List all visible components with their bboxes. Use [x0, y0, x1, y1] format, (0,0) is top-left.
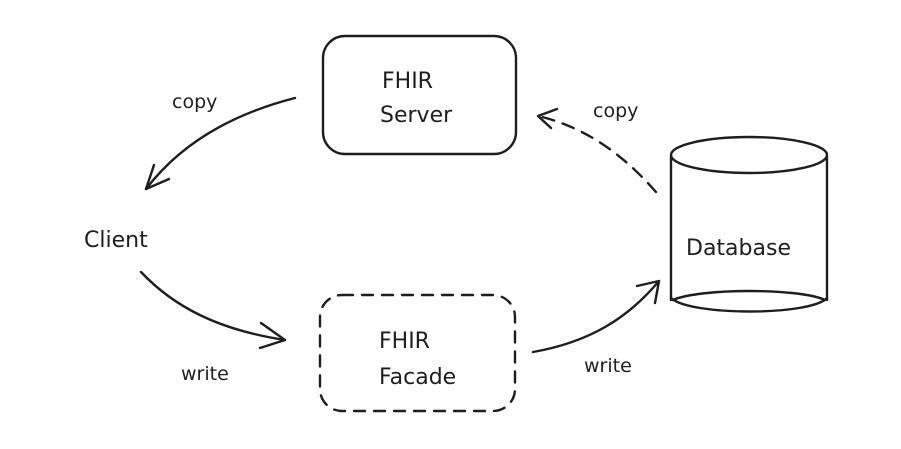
facade-to-database-arrow — [531, 279, 661, 354]
fhir-server-box — [321, 34, 518, 156]
fhir-server-label-line2: Server — [380, 103, 453, 128]
fhir-facade-box — [318, 293, 517, 413]
database-label: Database — [686, 236, 791, 261]
database-top-ellipse — [669, 135, 829, 175]
database-bottom-curve — [669, 296, 829, 313]
client-to-facade-arrowhead — [258, 321, 287, 350]
client-to-facade-arrow — [139, 270, 287, 342]
server-to-client-arrowhead — [144, 163, 171, 191]
database-to-server-arrow — [536, 114, 658, 194]
fhir-facade-label-line2: Facade — [379, 365, 456, 390]
database-to-server-label: copy — [593, 100, 638, 122]
database-to-server-arrowhead — [536, 107, 559, 130]
edge-database-to-server: copy — [536, 100, 658, 194]
fhir-facade-label-line1: FHIR — [379, 329, 430, 354]
database-bottom-back — [671, 289, 827, 302]
fhir-server-label-line1: FHIR — [382, 69, 433, 94]
database-body — [669, 155, 829, 302]
edge-server-to-client: copy — [144, 91, 297, 191]
server-to-client-label: copy — [172, 91, 217, 113]
facade-to-database-arrowhead — [635, 279, 661, 305]
edge-client-to-facade: write — [139, 270, 287, 385]
facade-to-database-label: write — [584, 355, 632, 377]
client-to-facade-label: write — [181, 363, 229, 385]
client-node: Client — [84, 228, 148, 253]
fhir-server-node: FHIR Server — [321, 34, 518, 156]
server-to-client-arrow — [144, 96, 297, 191]
fhir-facade-node: FHIR Facade — [318, 293, 517, 413]
database-node: Database — [669, 135, 829, 313]
edge-facade-to-database: write — [531, 279, 661, 377]
